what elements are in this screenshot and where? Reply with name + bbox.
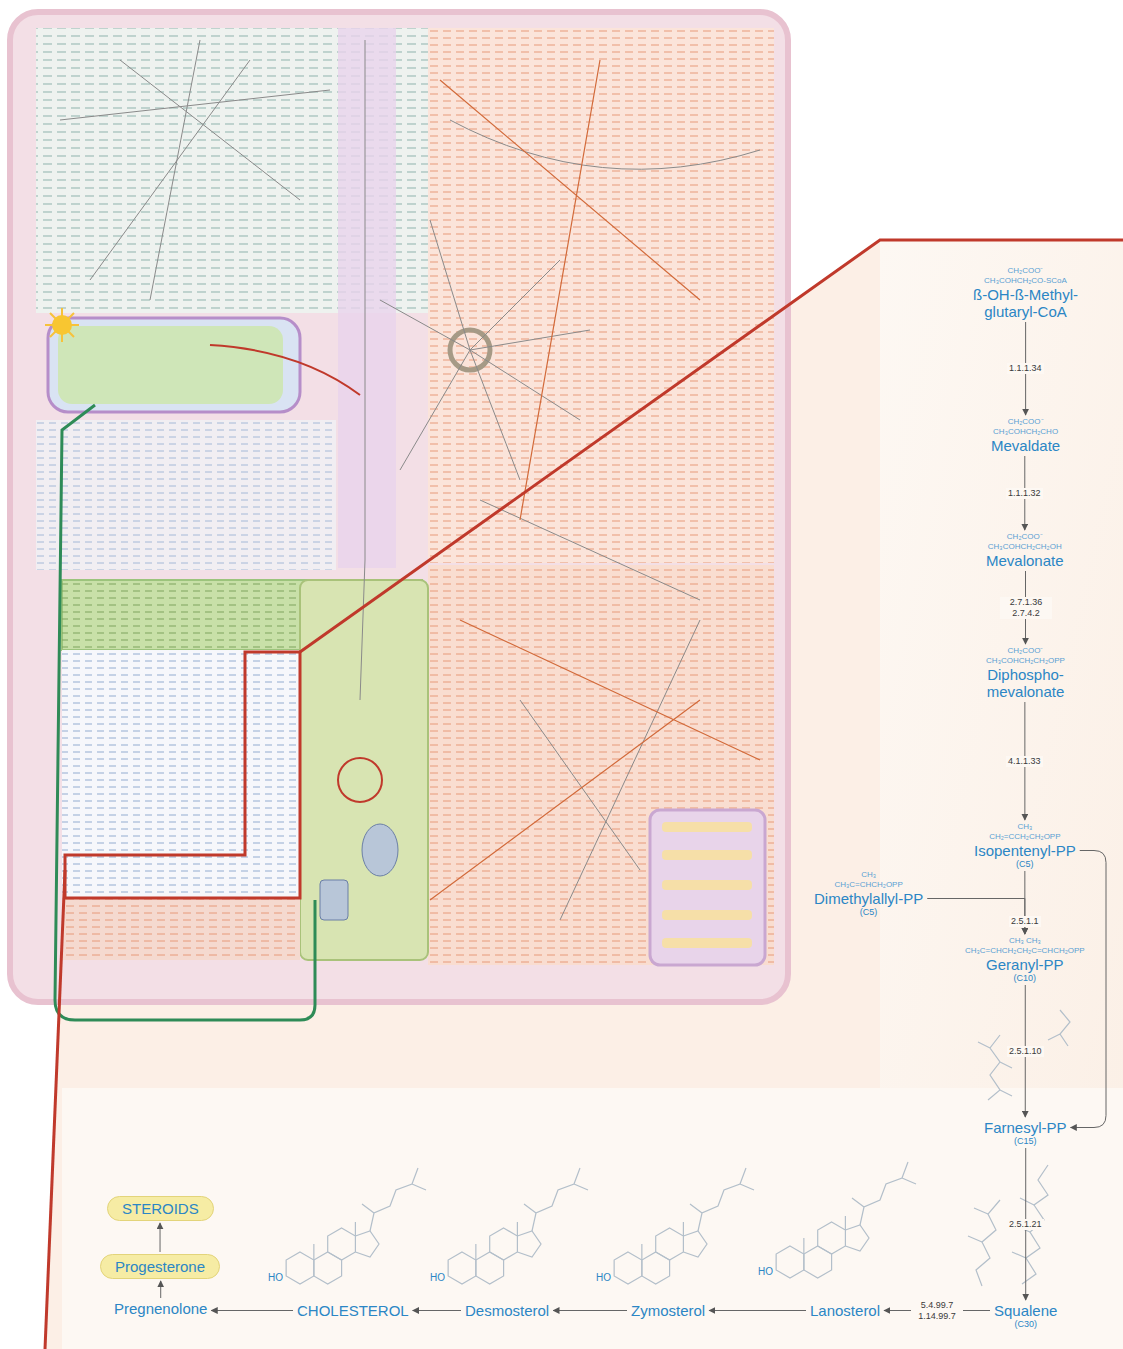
inset-panels — [62, 240, 1123, 1349]
compound-name: Squalene — [994, 1302, 1057, 1319]
structural-formula: CH₃COHCH₂CHO — [991, 427, 1060, 437]
compound-name: CHOLESTEROL — [297, 1302, 409, 1319]
compound-name: Geranyl-PP — [965, 956, 1085, 973]
hydroxyl-label: HO — [596, 1272, 611, 1283]
structural-formula: CH₃C=CHCH₂CH₂C=CHCH₂OPP — [965, 946, 1085, 956]
pathway-pill: Progesterone — [100, 1254, 220, 1279]
structural-formula: CH₃C=CHCH₂OPP — [814, 880, 923, 890]
molecule-structures — [286, 1010, 1070, 1286]
pathway-pill: STEROIDS — [107, 1196, 214, 1221]
structural-formula: CH₃ CH₃ — [965, 936, 1085, 946]
compound-name: Desmosterol — [465, 1302, 549, 1319]
compound-node: CH₃ CH₃CH₃C=CHCH₂CH₂C=CHCH₂OPPGeranyl-PP… — [965, 936, 1085, 983]
compound-node: CH₃CH₃C=CHCH₂OPPDimethylallyl-PP(C5) — [814, 870, 923, 917]
reaction-arrow — [709, 1310, 806, 1311]
hydroxyl-label: HO — [758, 1266, 773, 1277]
carbon-count: (C30) — [994, 1319, 1057, 1329]
compound-node: CHOLESTEROL — [297, 1302, 409, 1319]
carbon-count: (C15) — [984, 1136, 1067, 1146]
structural-formula: CH₂=CCH₂CH₂OPP — [974, 832, 1076, 842]
compound-name: Zymosterol — [631, 1302, 705, 1319]
enzyme-number: 2.5.1.21 — [1007, 1219, 1044, 1230]
compound-node: Pregnenolone — [114, 1300, 207, 1317]
structural-formula: CH₃COHCH₂CH₂OPP — [973, 656, 1078, 666]
enzyme-number: 4.1.1.33 — [1006, 756, 1043, 767]
compound-node: CH₂COO⁻CH₃COHCH₂CH₂OHMevalonate — [986, 532, 1064, 569]
structural-formula: CH₃COHCH₂CH₂OH — [986, 542, 1064, 552]
compound-node: Zymosterol — [631, 1302, 705, 1319]
carbon-count: (C10) — [965, 973, 1085, 983]
structural-formula: CH₃ — [974, 822, 1076, 832]
structural-formula: CH₂COO⁻ — [963, 266, 1088, 276]
reaction-arrow — [553, 1310, 627, 1311]
structural-formula: CH₂COO⁻ — [973, 646, 1078, 656]
carbon-count: (C5) — [814, 907, 923, 917]
enzyme-number: 1.1.1.34 — [1007, 363, 1044, 374]
compound-node: CH₂COO⁻CH₃COHCH₂CO-SCoAß-OH-ß-Methyl- gl… — [963, 266, 1088, 320]
reaction-arrow — [160, 1223, 161, 1252]
enzyme-number: 2.5.1.10 — [1007, 1046, 1044, 1057]
hydroxyl-label: HO — [268, 1272, 283, 1283]
reaction-arrow — [1071, 851, 1106, 1128]
compound-name: Progesterone — [115, 1258, 205, 1275]
enzyme-number: 2.5.1.1 — [1009, 916, 1041, 927]
compound-name: Diphospho- mevalonate — [973, 666, 1078, 700]
compound-name: STEROIDS — [122, 1200, 199, 1217]
compound-node: Lanosterol — [810, 1302, 880, 1319]
compound-node: Desmosterol — [465, 1302, 549, 1319]
overview-map — [10, 12, 788, 1020]
structural-formula: CH₂COO⁻ — [991, 417, 1060, 427]
compound-name: ß-OH-ß-Methyl- glutaryl-CoA — [963, 286, 1088, 320]
enzyme-number: 2.7.1.36 2.7.4.2 — [1000, 597, 1052, 619]
zoom-outline — [45, 240, 1123, 1349]
enzyme-number: 5.4.99.7 1.14.99.7 — [911, 1300, 963, 1322]
compound-node: Farnesyl-PP(C15) — [984, 1119, 1067, 1146]
structural-formula: CH₃ — [814, 870, 923, 880]
compound-name: Farnesyl-PP — [984, 1119, 1067, 1136]
reaction-arrow — [413, 1310, 461, 1311]
compound-name: Isopentenyl-PP — [974, 842, 1076, 859]
compound-node: CH₂COO⁻CH₃COHCH₂CH₂OPPDiphospho- mevalon… — [973, 646, 1078, 700]
compound-node: Squalene(C30) — [994, 1302, 1057, 1329]
compound-name: Mevalonate — [986, 552, 1064, 569]
enzyme-number: 1.1.1.32 — [1006, 488, 1043, 499]
reaction-arrow — [160, 1281, 161, 1298]
compound-node: CH₃CH₂=CCH₂CH₂OPPIsopentenyl-PP(C5) — [974, 822, 1076, 869]
compound-name: Lanosterol — [810, 1302, 880, 1319]
reaction-arrow — [211, 1310, 293, 1311]
structural-formula: CH₂COO⁻ — [986, 532, 1064, 542]
structural-formula: CH₃COHCH₂CO-SCoA — [963, 276, 1088, 286]
compound-name: Mevaldate — [991, 437, 1060, 454]
compound-node: CH₂COO⁻CH₃COHCH₂CHOMevaldate — [991, 417, 1060, 454]
compound-name: Pregnenolone — [114, 1300, 207, 1317]
compound-name: Dimethylallyl-PP — [814, 890, 923, 907]
hydroxyl-label: HO — [430, 1272, 445, 1283]
carbon-count: (C5) — [974, 859, 1076, 869]
